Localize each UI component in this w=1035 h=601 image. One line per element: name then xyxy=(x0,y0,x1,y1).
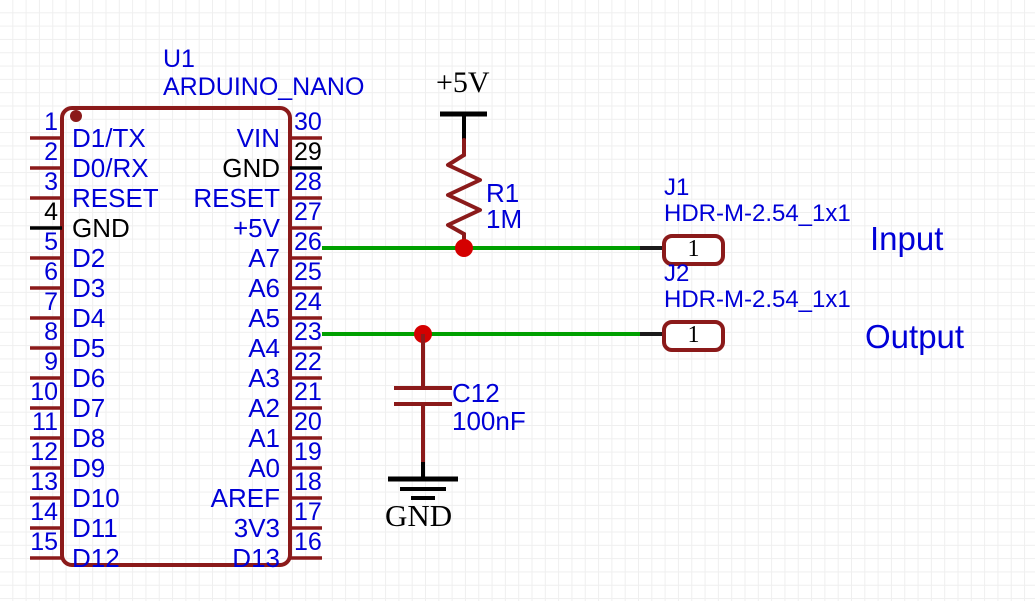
mcu-left-pin-number-7: 7 xyxy=(44,288,58,316)
mcu-right-pin-name-a6: A6 xyxy=(248,273,280,303)
mcu-left-pin-number-11: 11 xyxy=(32,408,58,436)
mcu-left-pin-name-d0rx: D0/RX xyxy=(72,153,149,183)
connector-j1-body[interactable] xyxy=(662,234,725,266)
mcu-right-pin-name-a7: A7 xyxy=(248,243,280,273)
capacitor-reference-label: C12 xyxy=(452,378,500,408)
mcu-left-pin-name-d7: D7 xyxy=(72,393,106,423)
mcu-left-pin-name-d12: D12 xyxy=(72,543,120,573)
mcu-left-pin-number-14: 14 xyxy=(30,498,58,526)
mcu-right-pin-number-19: 19 xyxy=(294,438,322,466)
mcu-right-pin-name-a3: A3 xyxy=(248,363,280,393)
mcu-left-pin-name-reset: RESET xyxy=(72,183,159,213)
mcu-right-pin-number-23: 23 xyxy=(294,318,322,346)
mcu-right-pin-number-25: 25 xyxy=(294,258,322,286)
mcu-right-pin-name-d13: D13 xyxy=(232,543,280,573)
mcu-left-pin-number-15: 15 xyxy=(30,528,58,556)
mcu-right-pin-number-30: 30 xyxy=(294,108,322,136)
connector-j2-body[interactable] xyxy=(662,320,725,352)
mcu-right-pin-number-16: 16 xyxy=(294,528,322,556)
mcu-right-pin-number-28: 28 xyxy=(294,168,322,196)
mcu-left-pin-name-d6: D6 xyxy=(72,363,106,393)
mcu-right-pin-name-a5: A5 xyxy=(248,303,280,333)
mcu-left-pin-name-d8: D8 xyxy=(72,423,106,453)
power-label-5v: +5V xyxy=(436,66,490,99)
mcu-left-pin-number-6: 6 xyxy=(44,258,58,286)
resistor-r1-symbol xyxy=(446,138,482,250)
mcu-right-pin-number-27: 27 xyxy=(294,198,322,226)
mcu-left-pin-number-4: 4 xyxy=(44,198,58,226)
mcu-left-pin-name-d1tx: D1/TX xyxy=(72,123,146,153)
mcu-right-pin-name-a2: A2 xyxy=(248,393,280,423)
mcu-right-pin-name-5v: +5V xyxy=(233,213,280,243)
ground-label: GND xyxy=(385,498,453,533)
mcu-left-pin-name-d10: D10 xyxy=(72,483,120,513)
connector-j1-reference: J1 xyxy=(664,174,690,201)
mcu-left-pin-number-12: 12 xyxy=(30,438,58,466)
capacitor-c12-symbol xyxy=(394,334,452,468)
mcu-left-pin-name-gnd: GND xyxy=(72,213,130,243)
mcu-right-pin-name-reset: RESET xyxy=(193,183,280,213)
mcu-right-pin-name-gnd: GND xyxy=(222,153,280,183)
mcu-right-pin-number-18: 18 xyxy=(294,468,322,496)
mcu-right-pin-stubs xyxy=(290,136,322,560)
mcu-left-pin-name-d3: D3 xyxy=(72,273,106,303)
mcu-left-pin-name-d4: D4 xyxy=(72,303,106,333)
resistor-reference-label: R1 xyxy=(486,178,520,208)
mcu-right-pin-number-20: 20 xyxy=(294,408,322,436)
mcu-right-pin-name-vin: VIN xyxy=(236,123,280,153)
mcu-left-pin-number-3: 3 xyxy=(44,168,58,196)
mcu-left-pin-number-10: 10 xyxy=(30,378,58,406)
mcu-left-pin-stubs xyxy=(30,136,62,560)
connector-j1-pin-number: 1 xyxy=(687,236,700,262)
mcu-left-pin-name-d5: D5 xyxy=(72,333,106,363)
mcu-left-pin-number-9: 9 xyxy=(44,348,58,376)
connector-j2-value: HDR-M-2.54_1x1 xyxy=(664,286,851,313)
mcu-right-pin-number-17: 17 xyxy=(294,498,322,526)
mcu-left-pin-name-d9: D9 xyxy=(72,453,106,483)
mcu-body-outline xyxy=(60,106,292,567)
ground-symbol xyxy=(388,462,458,500)
mcu-left-pin-number-8: 8 xyxy=(44,318,58,346)
mcu-right-pin-name-a1: A1 xyxy=(248,423,280,453)
net-label-output: Output xyxy=(865,318,965,355)
mcu-right-pin-name-a0: A0 xyxy=(248,453,280,483)
resistor-value-label: 1M xyxy=(486,204,523,234)
mcu-right-pin-number-26: 26 xyxy=(294,228,322,256)
connector-j2-pin-number: 1 xyxy=(687,322,700,348)
connector-j1-value: HDR-M-2.54_1x1 xyxy=(664,200,851,227)
mcu-right-pin-name-3v3: 3V3 xyxy=(233,513,280,543)
mcu-right-pin-number-24: 24 xyxy=(294,288,322,316)
mcu-left-pin-number-2: 2 xyxy=(44,138,58,166)
mcu-right-pin-number-22: 22 xyxy=(294,348,322,376)
mcu-right-pin-number-21: 21 xyxy=(294,378,322,406)
mcu-left-pin-name-d11: D11 xyxy=(72,513,118,543)
mcu-value-label: ARDUINO_NANO xyxy=(163,73,365,101)
mcu-right-pin-name-aref: AREF xyxy=(210,483,280,513)
mcu-left-pin-number-5: 5 xyxy=(44,228,58,256)
capacitor-value-label: 100nF xyxy=(452,406,526,436)
pin-1-marker-dot xyxy=(70,110,82,122)
mcu-left-pin-number-1: 1 xyxy=(44,108,58,136)
mcu-right-pin-name-a4: A4 xyxy=(248,333,280,363)
net-label-input: Input xyxy=(870,220,944,257)
junction-dot-input xyxy=(455,239,473,257)
connector-j2-reference: J2 xyxy=(664,260,690,287)
mcu-left-pin-number-13: 13 xyxy=(30,468,58,496)
mcu-left-pin-name-d2: D2 xyxy=(72,243,106,273)
mcu-reference-label: U1 xyxy=(163,45,195,73)
mcu-right-pin-number-29: 29 xyxy=(294,138,322,166)
